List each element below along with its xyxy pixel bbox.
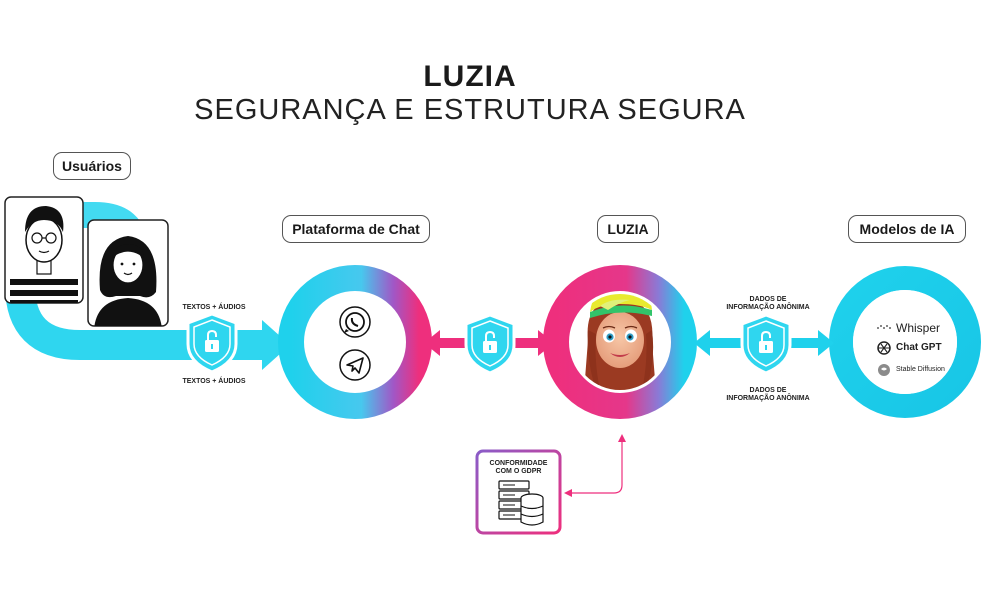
users-label: Usuários xyxy=(53,152,131,180)
shield-lock-icon xyxy=(186,312,238,374)
chat-platform-ring xyxy=(278,265,432,419)
gdpr-label: CONFORMIDADE COM O GDPR xyxy=(489,460,548,475)
whisper-icon xyxy=(877,325,891,329)
user-female-avatar xyxy=(87,219,169,327)
gdpr-connector-arrow-up xyxy=(618,434,626,442)
ai-flow-label-top: DADOS DE INFORMAÇÃO ANÔNIMA xyxy=(726,296,810,311)
shield-lock-icon xyxy=(740,313,792,375)
ai-flow-label-bottom: DADOS DE INFORMAÇÃO ANÔNIMA xyxy=(726,387,810,402)
gdpr-connector-line xyxy=(570,440,623,494)
users-flow-label-top: TEXTOS + ÁUDIOS xyxy=(182,304,246,311)
telegram-icon xyxy=(339,349,371,381)
model-whisper-label: Whisper xyxy=(896,321,941,335)
stable-diffusion-icon xyxy=(878,364,890,376)
page-title: LUZIA xyxy=(423,60,517,93)
ai-models-label: Modelos de IA xyxy=(848,215,966,243)
model-stable-diffusion: Stable Diffusion xyxy=(896,366,945,373)
database-server-icon xyxy=(498,480,544,526)
page-subtitle: SEGURANÇA E ESTRUTURA SEGURA xyxy=(194,94,746,126)
model-stable-diffusion-label: Stable Diffusion xyxy=(896,366,945,373)
gdpr-connector-arrow-left xyxy=(564,489,572,497)
whatsapp-icon xyxy=(339,306,371,338)
model-chatgpt: Chat GPT xyxy=(896,342,942,353)
luzia-ring xyxy=(543,265,697,419)
luzia-avatar xyxy=(572,294,668,390)
pink-arrowhead-left xyxy=(424,330,440,356)
ai-models-ring xyxy=(829,266,981,418)
pink-arrowhead-right xyxy=(538,330,554,356)
model-whisper: Whisper xyxy=(896,321,940,335)
chat-platform-label: Plataforma de Chat xyxy=(282,215,430,243)
openai-icon xyxy=(877,341,891,355)
users-flow-arrowhead xyxy=(262,320,290,370)
users-flow-label-bottom: TEXTOS + ÁUDIOS xyxy=(182,378,246,385)
model-chatgpt-label: Chat GPT xyxy=(896,342,942,353)
luzia-label: LUZIA xyxy=(597,215,659,243)
shield-lock-icon xyxy=(464,313,516,375)
cyan-arrowhead-left xyxy=(694,330,710,356)
user-male-avatar xyxy=(4,196,84,304)
cyan-arrowhead-right xyxy=(818,330,834,356)
